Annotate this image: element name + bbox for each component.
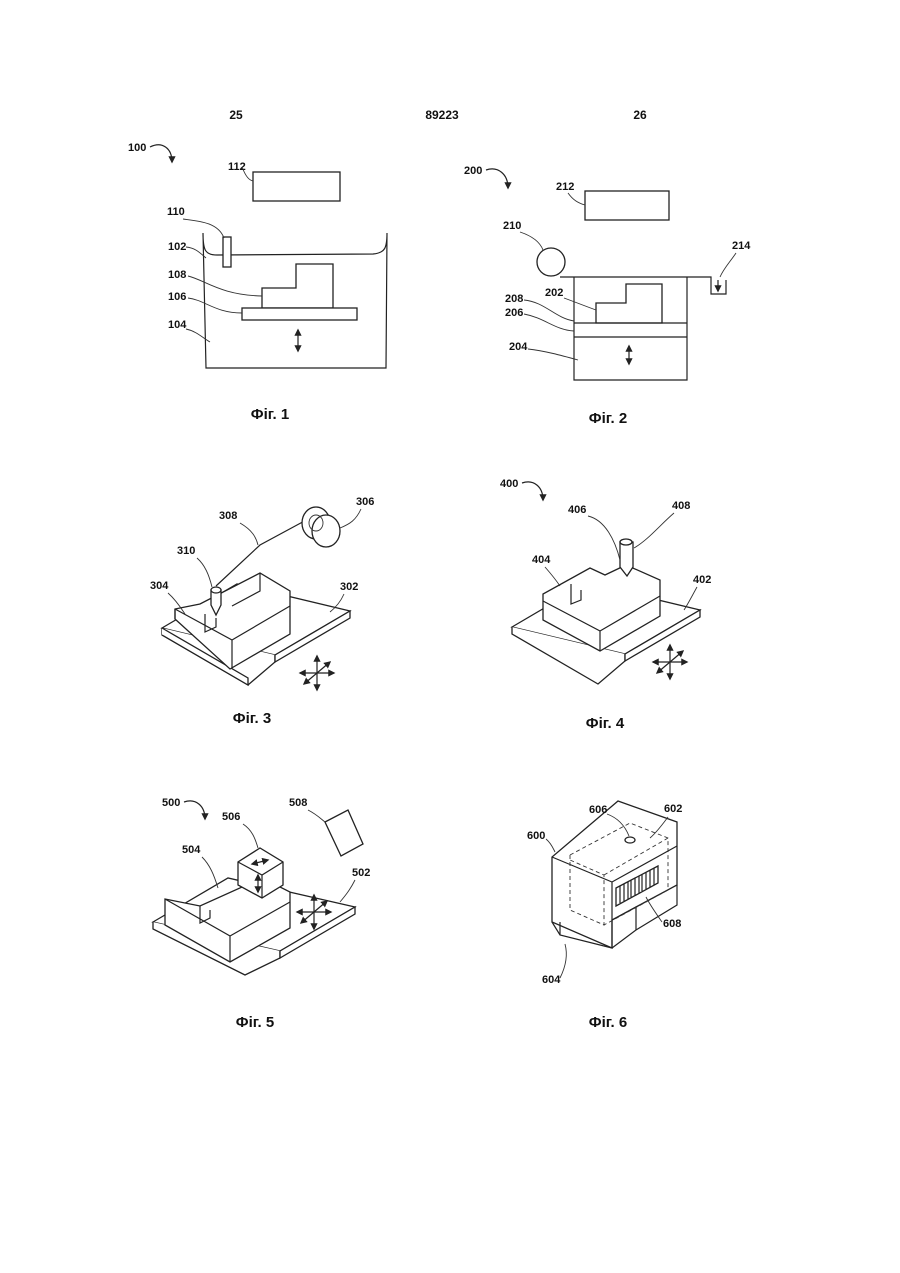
label-308: 308 — [219, 510, 237, 522]
label-600: 600 — [527, 830, 545, 842]
label-506: 506 — [222, 811, 240, 823]
label-108: 108 — [168, 269, 186, 281]
label-400: 400 — [500, 478, 518, 490]
part — [262, 264, 333, 308]
caption-fig-5: Фіг. 5 — [236, 1014, 274, 1031]
label-306: 306 — [356, 496, 374, 508]
figure-4: 400 406 408 404 402 Фіг. 4 — [500, 478, 711, 732]
label-404: 404 — [532, 554, 551, 566]
figure-5: 500 508 506 504 502 Фіг. 5 — [153, 797, 370, 1031]
roller — [537, 248, 565, 276]
controller-box — [585, 191, 669, 220]
label-110: 110 — [167, 206, 185, 218]
energy-source — [325, 810, 363, 856]
label-304: 304 — [150, 580, 169, 592]
label-502: 502 — [352, 867, 370, 879]
page-number-left: 25 — [229, 108, 243, 122]
label-102: 102 — [168, 241, 186, 253]
label-202: 202 — [545, 287, 563, 299]
label-208: 208 — [505, 293, 523, 305]
label-604: 604 — [542, 974, 561, 986]
figure-1: 100 112 110 102 108 106 104 Фіг. 1 — [128, 142, 387, 423]
label-408: 408 — [672, 500, 690, 512]
caption-fig-1: Фіг. 1 — [251, 406, 289, 423]
label-606: 606 — [589, 804, 607, 816]
label-206: 206 — [505, 307, 523, 319]
page-number-right: 26 — [633, 108, 647, 122]
label-210: 210 — [503, 220, 521, 232]
figure-6: 606 602 600 608 604 Фіг. 6 — [527, 801, 682, 1031]
caption-fig-4: Фіг. 4 — [586, 715, 625, 732]
build-platform — [242, 308, 357, 320]
label-106: 106 — [168, 291, 186, 303]
label-112: 112 — [228, 161, 246, 173]
label-500: 500 — [162, 797, 180, 809]
label-104: 104 — [168, 319, 187, 331]
label-302: 302 — [340, 581, 358, 593]
multi-axis-arrows-icon — [300, 656, 334, 690]
label-608: 608 — [663, 918, 681, 930]
label-402: 402 — [693, 574, 711, 586]
multi-axis-arrows-icon — [653, 645, 687, 679]
figure-3: 306 308 310 304 302 Фіг. 3 — [150, 496, 374, 727]
label-508: 508 — [289, 797, 307, 809]
label-200: 200 — [464, 165, 482, 177]
label-504: 504 — [182, 844, 201, 856]
part — [596, 284, 662, 323]
label-212: 212 — [556, 181, 574, 193]
feature — [625, 837, 635, 843]
document-number: 89223 — [425, 108, 459, 122]
caption-fig-6: Фіг. 6 — [589, 1014, 627, 1031]
label-602: 602 — [664, 803, 682, 815]
caption-fig-3: Фіг. 3 — [233, 710, 271, 727]
figure-2: 200 212 210 214 202 208 206 204 Фіг. 2 — [464, 165, 751, 427]
label-204: 204 — [509, 341, 528, 353]
label-100: 100 — [128, 142, 146, 154]
label-310: 310 — [177, 545, 195, 557]
controller-box — [253, 172, 340, 201]
sensor — [223, 237, 231, 267]
label-214: 214 — [732, 240, 751, 252]
label-406: 406 — [568, 504, 586, 516]
caption-fig-2: Фіг. 2 — [589, 410, 627, 427]
